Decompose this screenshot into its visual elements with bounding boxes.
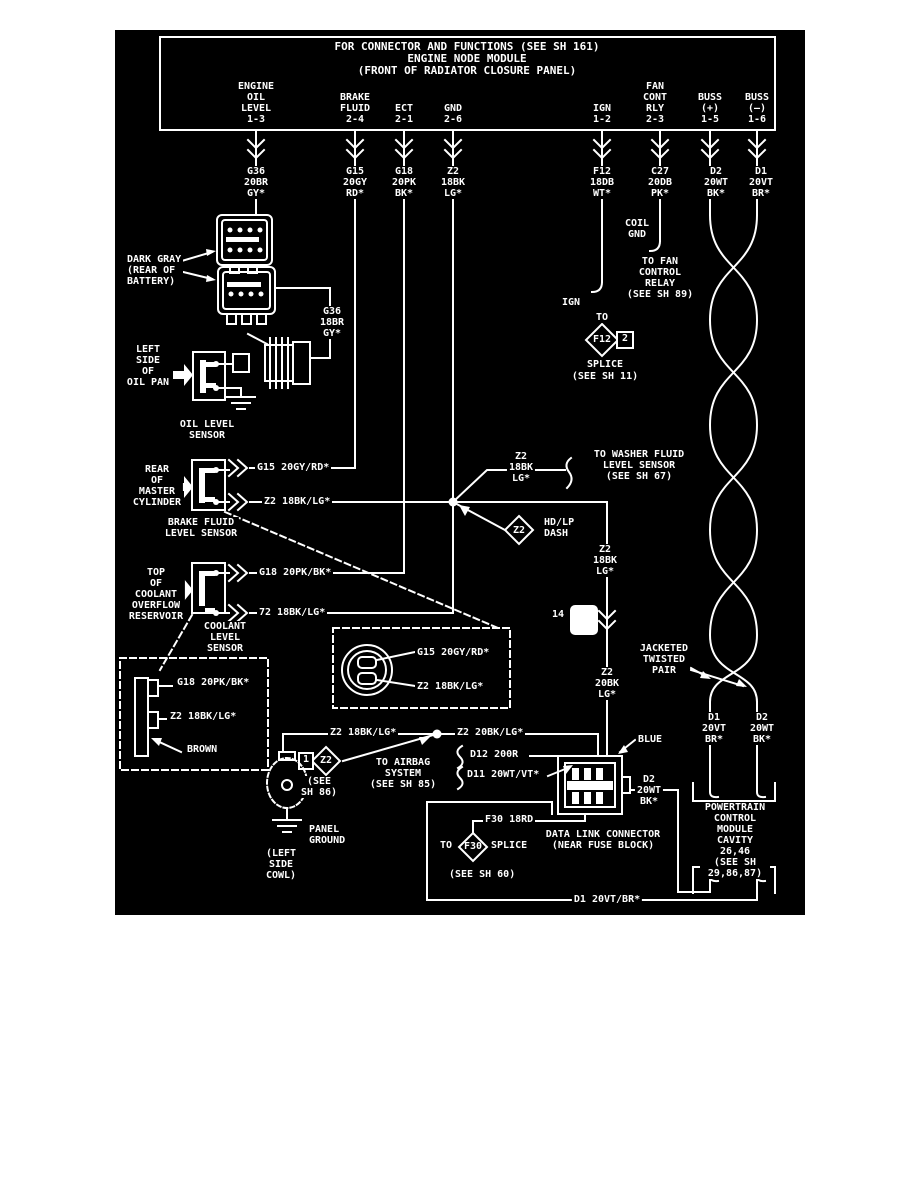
- coil-gnd-label: COIL GND: [622, 218, 652, 240]
- wire-d11: D11 20WT/VT*: [465, 769, 542, 780]
- pin-ign: IGN 1-2: [590, 103, 614, 125]
- panel-ground-label: PANEL GROUND: [307, 824, 348, 846]
- oil-level-sensor: [173, 332, 311, 410]
- f30-to: TO: [438, 840, 455, 851]
- detail-z2-round-label: Z2 18BK/LG*: [415, 681, 486, 692]
- engine-node-module-box: [159, 36, 776, 131]
- wire-z2-bottom-left: Z2 18BK/LG*: [328, 727, 399, 738]
- wiring-lines: [119, 36, 776, 901]
- wire-z2-coolant: 72 18BK/LG*: [257, 607, 328, 618]
- wire-g36-lower: G36 18BR GY*: [317, 306, 347, 339]
- f30-splice-label: SPLICE: [489, 840, 530, 851]
- wire-f12: F12 18DB WT*: [587, 166, 617, 199]
- wire-g18: G18 20PK BK*: [389, 166, 419, 199]
- f12-diamond-label: F12: [592, 334, 612, 345]
- pcm-label: POWERTRAIN CONTROL MODULE CAVITY 26,46 (…: [700, 802, 770, 879]
- connector-14-label: 14: [552, 609, 565, 620]
- airbag-diamond-label: Z2: [319, 755, 333, 766]
- f30-diamond-label: F30: [463, 841, 483, 852]
- oil-pan-location: LEFT SIDE OF OIL PAN: [124, 344, 172, 388]
- wire-f30: F30 18RD: [483, 814, 536, 825]
- wiring-diagram: FOR CONNECTOR AND FUNCTIONS (SEE SH 161)…: [115, 30, 805, 915]
- f12-diamond: [584, 322, 620, 358]
- hdlp-diamond-label: Z2: [512, 525, 526, 536]
- wire-d2: D2 20WT BK*: [701, 166, 731, 199]
- airbag-prefix: 1: [302, 754, 310, 765]
- wire-c27: C27 20DB PK*: [645, 166, 675, 199]
- dlc-label: DATA LINK CONNECTOR (NEAR FUSE BLOCK): [543, 829, 663, 851]
- dark-gray-label: DARK GRAY (REAR OF BATTERY): [125, 254, 184, 287]
- wire-g36: G36 20BR GY*: [241, 166, 271, 199]
- cowl-location: (LEFT SIDE COWL): [263, 848, 299, 881]
- wire-z2-bottom-right: Z2 20BK/LG*: [455, 727, 526, 738]
- f30-see-sheet: (SEE SH 60): [447, 869, 518, 880]
- hdlp-diamond: [503, 514, 535, 546]
- oil-level-sensor-label: OIL LEVEL SENSOR: [177, 419, 237, 441]
- f30-diamond: [457, 831, 489, 863]
- module-header: FOR CONNECTOR AND FUNCTIONS (SEE SH 161): [332, 40, 602, 53]
- wire-d12: D12 200R: [468, 749, 521, 760]
- module-location: (FRONT OF RADIATOR CLOSURE PANEL): [355, 64, 579, 77]
- round-connector-detail-box: [332, 627, 511, 709]
- brown-connector-detail-box: [119, 657, 269, 771]
- wire-d2-pcm: D2 20WT BK*: [747, 712, 777, 745]
- airbag-note: TO AIRBAG SYSTEM (SEE SH 85): [367, 757, 439, 790]
- pin-buss-plus: BUSS (+) 1-5: [695, 92, 725, 125]
- battery-connectors: [173, 214, 276, 325]
- wire-d1: D1 20VT BR*: [746, 166, 776, 199]
- airbag-z2-diamond: [310, 745, 342, 777]
- pin-ect: ECT 2-1: [392, 103, 416, 125]
- wire-z2: Z2 18BK LG*: [438, 166, 468, 199]
- bottom-z2-run: [282, 729, 599, 777]
- coolant-reservoir-location: TOP OF COOLANT OVERFLOW RESERVOIR: [126, 567, 186, 622]
- wire-z2-b: Z2 18BK LG*: [590, 544, 620, 577]
- fan-relay-note: TO FAN CONTROL RELAY (SEE SH 89): [624, 256, 696, 300]
- wire-g18-mid: G18 20PK/BK*: [257, 567, 334, 578]
- f12-splice-label: SPLICE: [584, 359, 626, 370]
- pin-engine-oil-level: ENGINE OIL LEVEL 1-3: [235, 81, 277, 125]
- wire-z2-c: Z2 20BK LG*: [592, 667, 622, 700]
- pin-fan-cont-rly: FAN CONT RLY 2-3: [640, 81, 670, 125]
- brown-connector-detail: [134, 677, 183, 757]
- ign-label: IGN: [560, 297, 583, 308]
- f12-see-sheet: (SEE SH 11): [569, 371, 641, 382]
- round-connector-detail: [341, 644, 417, 696]
- wire-z2-washer: Z2 18BK LG*: [506, 451, 536, 484]
- wire-d2-dlc: D2 20WT BK*: [634, 774, 664, 807]
- brake-fluid-level-sensor: [173, 458, 249, 512]
- f12-suffix: 2: [621, 333, 629, 344]
- twisted-pair: [689, 213, 759, 784]
- wire-g15: G15 20GY RD*: [340, 166, 370, 199]
- data-link-connector: [456, 738, 637, 815]
- pin-gnd: GND 2-6: [441, 103, 465, 125]
- pin-brake-fluid: BRAKE FLUID 2-4: [337, 92, 373, 125]
- wire-z2-brake: Z2 18BK/LG*: [262, 496, 333, 507]
- pin-buss-minus: BUSS (—) 1-6: [742, 92, 772, 125]
- jacketed-twisted-pair-label: JACKETED TWISTED PAIR: [637, 643, 691, 676]
- coolant-sensor-label: COOLANT LEVEL SENSOR: [201, 621, 249, 654]
- airbag-see-sheet: (SEE SH 86): [298, 776, 340, 798]
- panel-ground: [266, 751, 308, 833]
- detail-z2-label: Z2 18BK/LG*: [168, 711, 239, 722]
- inline-connector-14: [570, 605, 617, 635]
- washer-fluid-note: TO WASHER FLUID LEVEL SENSOR (SEE SH 67): [591, 449, 687, 482]
- detail-g18-label: G18 20PK/BK*: [175, 677, 252, 688]
- coolant-level-sensor: [173, 562, 249, 623]
- brake-fluid-sensor-label: BRAKE FLUID LEVEL SENSOR: [162, 517, 240, 539]
- wire-d1-pcm: D1 20VT BR*: [699, 712, 729, 745]
- wire-g15-mid: G15 20GY/RD*: [255, 462, 332, 473]
- module-name: ENGINE NODE MODULE: [405, 52, 529, 65]
- main-wires: [249, 129, 758, 614]
- wire-d1-bottom: D1 20VT/BR*: [571, 894, 643, 905]
- detail-leaders: [119, 510, 511, 771]
- detail-g15-label: G15 20GY/RD*: [415, 647, 492, 658]
- inline-connector-chevron-icons: [246, 138, 767, 160]
- ign-to: TO: [593, 312, 611, 323]
- blue-label: BLUE: [636, 734, 665, 745]
- hdlp-dash-note: HD/LP DASH: [542, 517, 577, 539]
- f12-splice: [584, 322, 634, 358]
- brown-label: BROWN: [185, 744, 220, 755]
- master-cylinder-location: REAR OF MASTER CYLINDER: [130, 464, 184, 508]
